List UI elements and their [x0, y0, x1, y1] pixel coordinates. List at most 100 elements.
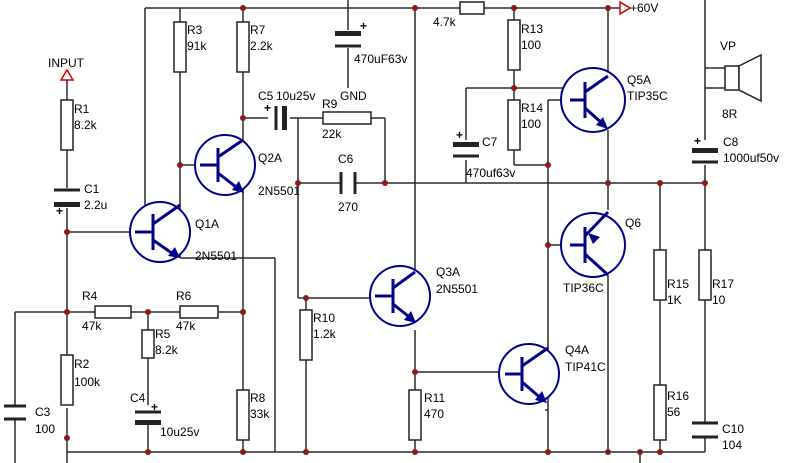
resistor-value: 47k: [176, 319, 196, 333]
emitter-arrow-icon: [588, 233, 600, 244]
resistor-ref: R3: [187, 23, 203, 37]
capacitor-value: 470uf63v: [466, 166, 515, 180]
junction-dot: [382, 180, 388, 186]
resistor-body-icon: [173, 21, 187, 73]
junction-dot: [145, 309, 151, 315]
resistor-r14: R14 100: [507, 99, 543, 151]
resistor-r12: 4.7k: [433, 1, 485, 29]
junction-dot: [64, 435, 70, 441]
capacitor-ref: C7: [482, 135, 498, 149]
npn-transistor-icon: [560, 67, 626, 133]
pnp-transistor-icon: [560, 212, 626, 278]
resistor-value: 1K: [667, 293, 682, 307]
junction-dot: [511, 5, 517, 11]
junction-dot: [303, 449, 309, 455]
capacitor-ref: C5: [258, 89, 274, 103]
resistor-ref: R10: [313, 311, 335, 325]
resistor-body-icon: [653, 384, 667, 441]
resistor-body-icon: [299, 309, 313, 361]
junction-dot: [657, 180, 663, 186]
transistor-part: TIP36C: [563, 281, 604, 295]
resistor-value: 22k: [322, 127, 342, 141]
transistor-ref: Q6: [625, 216, 641, 230]
transistor-part: 2N5501: [195, 249, 237, 263]
capacitor-value: 2.2u: [84, 198, 107, 212]
resistor-r6: R6 47k: [176, 289, 219, 333]
supply-label: +60V: [630, 1, 658, 15]
transistor-part: TIP35C: [627, 89, 668, 103]
capacitor-c6: C6 270: [338, 152, 358, 214]
resistor-value: 100: [521, 38, 541, 52]
resistor-ref: R16: [667, 389, 689, 403]
transistor-q5a: Q5A TIP35C: [560, 67, 668, 133]
speaker-cone-icon: [738, 53, 762, 103]
capacitor-plate-icon: [335, 31, 361, 36]
resistor-r17: R17 10: [698, 249, 734, 307]
polarity-plus-icon: +: [151, 400, 158, 414]
capacitor-c1: + C1 2.2u: [54, 182, 107, 218]
resistor-value: 56: [667, 405, 681, 419]
capacitor-ref: C10: [722, 422, 744, 436]
capacitor-value: 270: [338, 200, 358, 214]
resistor-value: 100k: [74, 375, 101, 389]
junction-dot: [545, 449, 551, 455]
input-arrow-icon: [59, 68, 75, 81]
resistor-r9: R9 22k: [322, 97, 372, 141]
junction-dot: [637, 449, 643, 455]
junction-dot: [545, 242, 551, 248]
capacitor-c10: C10 104: [692, 421, 744, 452]
speaker-ref: VP: [720, 39, 736, 53]
resistor-body-icon: [698, 249, 712, 301]
resistor-body-icon: [507, 99, 521, 151]
supply-arrow-icon: [619, 0, 632, 16]
resistor-r16: R16 56: [653, 384, 689, 441]
capacitor-ref: C6: [338, 152, 354, 166]
capacitor-value: 470uF63v: [354, 52, 407, 66]
resistor-value: 8.2k: [74, 118, 98, 132]
capacitor-ref: C4: [130, 391, 146, 405]
capacitor-ref: C3: [35, 405, 51, 419]
junction-dot: [605, 180, 611, 186]
resistor-r8: R8 33k: [236, 389, 270, 441]
resistor-ref: R8: [250, 391, 266, 405]
supply-terminal: +60V: [619, 0, 658, 16]
speaker-icon: [724, 65, 740, 91]
resistor-value: 470: [424, 407, 444, 421]
emitter-arrow-icon: [404, 311, 416, 323]
polarity-plus-icon: +: [56, 204, 63, 218]
transistor-part: 2N5501: [436, 282, 478, 296]
resistor-ref: R2: [74, 357, 90, 371]
junction-dot: [240, 5, 246, 11]
resistor-ref: R9: [322, 97, 338, 111]
resistor-body-icon: [653, 249, 667, 301]
resistor-value: 100: [521, 117, 541, 131]
resistor-body-icon: [179, 305, 219, 319]
transistor-q1a: Q1A 2N5501: [129, 201, 237, 263]
resistor-value: 91k: [187, 39, 207, 53]
junction-dot: [295, 180, 301, 186]
resistor-body-icon: [459, 1, 485, 15]
resistor-body-icon: [60, 99, 74, 151]
capacitor-plate-icon: [453, 142, 479, 147]
capacitor-value: 1000uf50v: [723, 151, 779, 165]
transistor-ref: Q1A: [195, 217, 219, 231]
resistor-value: 33k: [250, 407, 270, 421]
resistor-r10: R10 1.2k: [299, 309, 337, 361]
resistor-r2: R2 100k: [60, 354, 101, 406]
junction-dot: [145, 449, 151, 455]
transistor-part: 2N5501: [258, 184, 300, 198]
ground-label: GND: [340, 89, 367, 103]
resistor-r13: R13 100: [507, 19, 543, 71]
resistor-r1: R1 8.2k: [60, 99, 98, 151]
capacitor-value: 104: [722, 438, 742, 452]
resistor-r5: R5 8.2k: [141, 327, 179, 359]
transistor-q4a: Q4A TIP41C: [498, 343, 606, 405]
polarity-plus-icon: +: [456, 128, 463, 142]
capacitor-ref: C1: [84, 182, 100, 196]
junction-dot: [240, 115, 246, 121]
input-label: INPUT: [48, 56, 85, 70]
junction-dot: [240, 309, 246, 315]
capacitor-top-filter: + 470uF63v GND: [335, 19, 407, 103]
junction-dot: [412, 369, 418, 375]
